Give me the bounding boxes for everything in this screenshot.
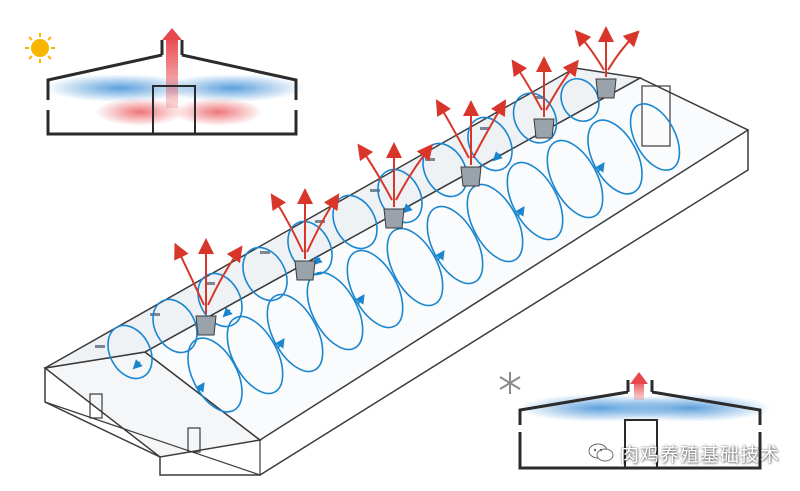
snowflake-icon bbox=[499, 372, 521, 394]
winter-panel bbox=[499, 372, 772, 470]
barn-front-wall bbox=[44, 401, 261, 476]
barn-end-door bbox=[641, 85, 671, 147]
roof-fan-6 bbox=[574, 26, 640, 99]
roof-fan-1 bbox=[174, 238, 243, 336]
roof-fan-5 bbox=[511, 56, 579, 139]
winter-door bbox=[624, 419, 658, 469]
barn-roof-right-plane bbox=[143, 77, 750, 441]
roof-fan-4 bbox=[435, 99, 507, 187]
summer-door bbox=[152, 85, 196, 135]
winter-exhaust-arrow-icon bbox=[630, 372, 648, 384]
sun-icon bbox=[25, 33, 55, 63]
barn bbox=[43, 26, 750, 476]
summer-panel bbox=[25, 28, 304, 136]
barn-side-door bbox=[187, 427, 201, 453]
winter-chimney bbox=[626, 380, 654, 392]
summer-roof-outline bbox=[46, 53, 298, 100]
roof-fan-2 bbox=[270, 188, 340, 281]
cool-air-glow-left bbox=[45, 74, 195, 102]
roof-fan-3 bbox=[357, 142, 433, 229]
winter-air-rising bbox=[634, 380, 644, 400]
wechat-icon bbox=[588, 442, 614, 464]
watermark: 肉鸡养殖基础技术 bbox=[588, 440, 780, 466]
exhaust-arrow-icon bbox=[162, 28, 182, 40]
summer-chimney bbox=[160, 40, 184, 55]
warm-air-glow-left bbox=[95, 98, 185, 126]
warm-air-rising bbox=[166, 36, 178, 108]
airflow-arrowheads bbox=[132, 151, 605, 393]
warm-air-glow-right bbox=[173, 98, 263, 126]
barn-roof-left-plane bbox=[44, 67, 643, 369]
airflow-loops bbox=[107, 78, 681, 413]
watermark-text: 肉鸡养殖基础技术 bbox=[620, 443, 781, 466]
winter-roof-outline bbox=[518, 390, 762, 425]
barn-front-door bbox=[89, 393, 103, 419]
cool-air-glow-right-winter bbox=[608, 394, 772, 422]
